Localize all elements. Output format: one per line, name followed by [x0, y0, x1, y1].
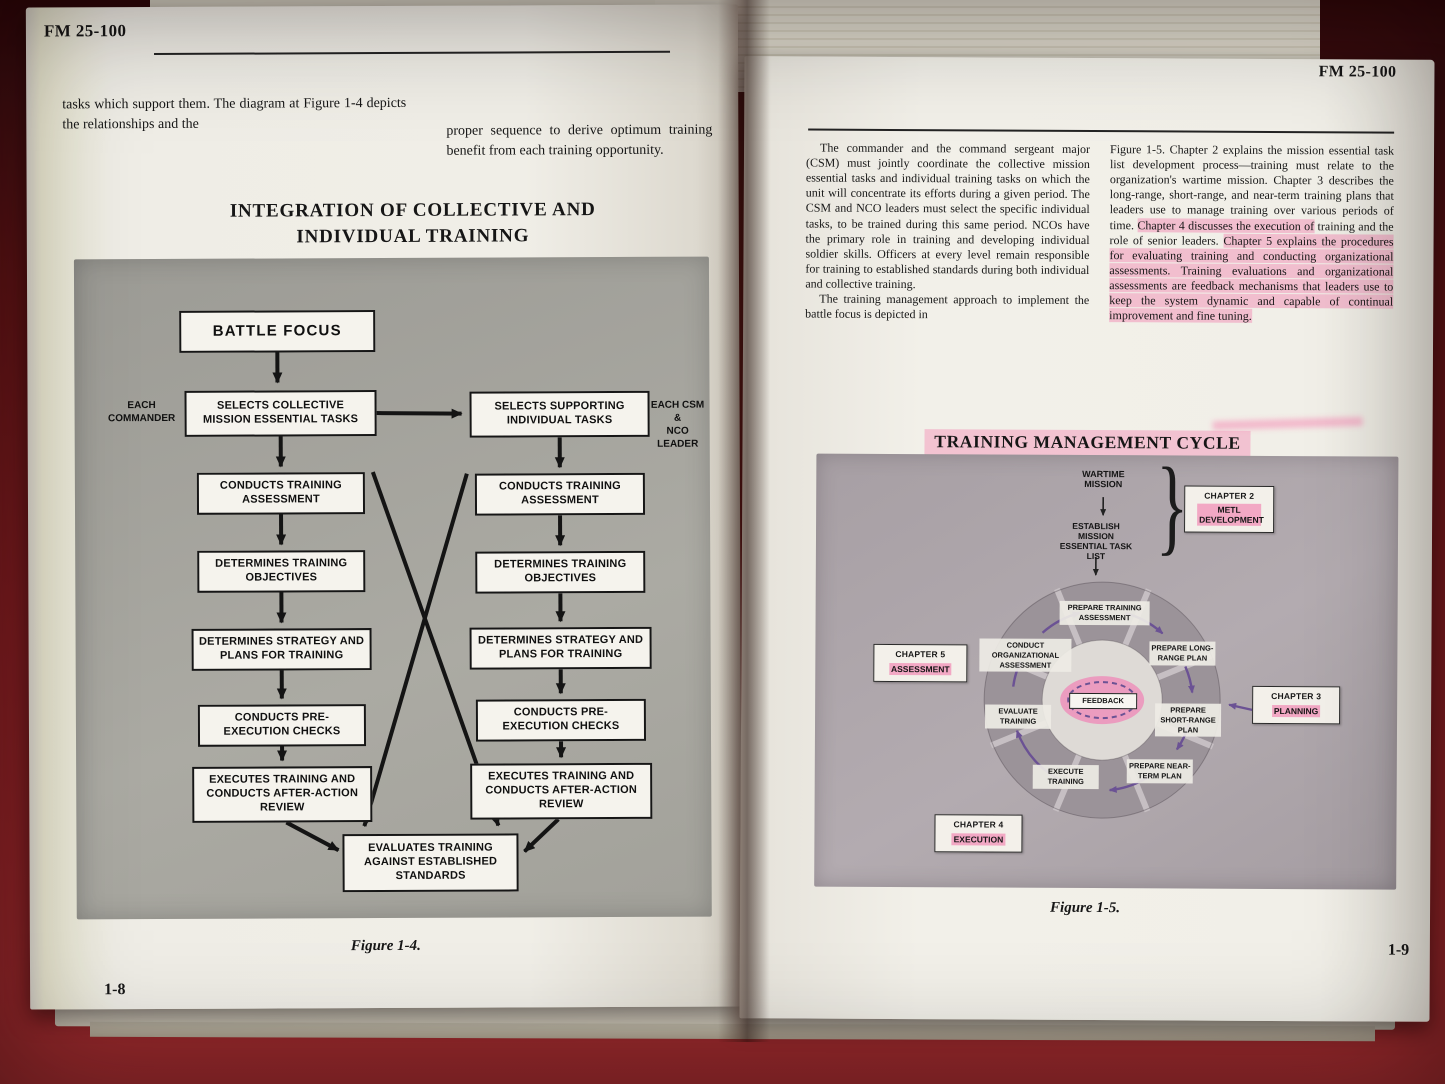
cycle-step-prepare-training-assessment: PREPARE TRAINING ASSESSMENT — [1059, 600, 1150, 625]
chapter-4-topic: EXECUTION — [951, 833, 1006, 846]
flow-box-right-executes: EXECUTES TRAINING AND CONDUCTS AFTER-ACT… — [470, 762, 653, 820]
cycle-wartime-mission: WARTIME MISSION — [1082, 468, 1125, 490]
flow-box-left-pre-execution: CONDUCTS PRE-EXECUTION CHECKS — [197, 704, 367, 747]
flow-box-selects-collective: SELECTS COLLECTIVE MISSION ESSENTIAL TAS… — [184, 390, 377, 437]
left-intro-text: tasks which support them. The diagram at… — [62, 93, 712, 168]
right-col2-para: Figure 1-5. Chapter 2 explains the missi… — [1109, 142, 1394, 325]
chapter-3-box: CHAPTER 3 PLANNING — [1252, 685, 1341, 725]
right-col-1: The commander and the command sergeant m… — [805, 141, 1090, 324]
cycle-step-prepare-near-term-plan: PREPARE NEAR-TERM PLAN — [1126, 759, 1193, 784]
right-page: FM 25-100 The commander and the command … — [739, 56, 1435, 1022]
flow-box-left-assessment: CONDUCTS TRAINING ASSESSMENT — [196, 472, 366, 515]
chapter-4-box: CHAPTER 4 EXECUTION — [934, 814, 1023, 853]
right-page-number: 1-9 — [1387, 941, 1410, 959]
flow-box-left-executes: EXECUTES TRAINING AND CONDUCTS AFTER-ACT… — [192, 766, 373, 823]
chapter-3-label: CHAPTER 3 — [1271, 690, 1322, 702]
page-stack-edge-bottom-2 — [89, 1021, 1376, 1042]
cycle-step-prepare-short-range-plan: PREPARE SHORT-RANGE PLAN — [1154, 703, 1222, 737]
flow-box-evaluates: EVALUATES TRAINING AGAINST ESTABLISHED S… — [342, 833, 519, 893]
left-intro-col2: proper sequence to derive optimum traini… — [446, 122, 713, 160]
right-col1-para2: The training management approach to impl… — [805, 291, 1090, 322]
flow-box-right-strategy: DETERMINES STRATEGY AND PLANS FOR TRAINI… — [469, 626, 652, 670]
flow-box-selects-individual: SELECTS SUPPORTING INDIVIDUAL TASKS — [469, 390, 650, 438]
flow-box-right-assessment: CONDUCTS TRAINING ASSESSMENT — [474, 472, 646, 516]
cycle-step-prepare-long-range-plan: PREPARE LONG-RANGE PLAN — [1149, 641, 1216, 666]
right-col-2: Figure 1-5. Chapter 2 explains the missi… — [1109, 142, 1394, 325]
training-management-cycle-panel: WARTIME MISSION ESTABLISH MISSION ESSENT… — [814, 446, 1399, 890]
flow-box-battle-focus: BATTLE FOCUS — [179, 310, 376, 353]
left-page: FM 25-100 tasks which support them. The … — [25, 4, 743, 1010]
cycle-step-evaluate-training: EVALUATE TRAINING — [985, 704, 1052, 729]
figure-1-4-title: INTEGRATION OF COLLECTIVE AND INDIVIDUAL… — [173, 197, 653, 250]
flow-label-each-commander: EACH COMMANDER — [107, 399, 176, 425]
chapter-5-topic: ASSESSMENT — [888, 662, 952, 676]
flow-box-right-objectives: DETERMINES TRAINING OBJECTIVES — [475, 550, 646, 594]
right-header-rule — [808, 128, 1395, 134]
right-page-header: FM 25-100 — [1318, 63, 1397, 81]
right-body-text: The commander and the command sergeant m… — [805, 141, 1394, 325]
figure-1-4-title-line2: INDIVIDUAL TRAINING — [296, 225, 530, 248]
left-page-number: 1-8 — [104, 981, 126, 999]
chapter-2-topic: METL DEVELOPMENT — [1197, 503, 1264, 526]
left-header-rule — [154, 50, 671, 55]
cycle-step-conduct-organizational-assessment: CONDUCT ORGANIZATIONAL ASSESSMENT — [979, 638, 1072, 673]
col2-seg-1-highlighted: Chapter 4 discusses the execution of — [1137, 217, 1315, 233]
chapter-5-label: CHAPTER 5 — [895, 648, 946, 660]
right-col1-para1: The commander and the command sergeant m… — [805, 140, 1091, 292]
chapter-2-box: CHAPTER 2 METL DEVELOPMENT — [1184, 485, 1275, 533]
chapter-4-label: CHAPTER 4 — [953, 819, 1004, 830]
chapter-2-label: CHAPTER 2 — [1204, 490, 1255, 501]
cycle-feedback: FEEDBACK — [1069, 692, 1138, 710]
flow-box-left-strategy: DETERMINES STRATEGY AND PLANS FOR TRAINI… — [191, 628, 372, 671]
flow-box-left-objectives: DETERMINES TRAINING OBJECTIVES — [197, 550, 366, 593]
pink-highlighter-smudge — [1212, 416, 1363, 431]
chapter-3-topic: PLANNING — [1271, 704, 1321, 718]
figure-1-4-caption: Figure 1-4. — [350, 937, 421, 955]
flow-box-right-pre-execution: CONDUCTS PRE-EXECUTION CHECKS — [475, 698, 647, 742]
left-intro-col1: tasks which support them. The diagram at… — [62, 95, 407, 133]
left-page-header: FM 25-100 — [43, 21, 127, 41]
figure-1-5-caption: Figure 1-5. — [1050, 899, 1121, 917]
flow-label-each-csm-nco: EACH CSM & NCO LEADER — [650, 399, 705, 450]
cycle-step-execute-training: EXECUTE TRAINING — [1032, 764, 1099, 789]
figure-1-4-title-line1: INTEGRATION OF COLLECTIVE AND — [229, 199, 596, 222]
chapter-5-box: CHAPTER 5 ASSESSMENT — [873, 643, 968, 683]
integration-flowchart-panel: BATTLE FOCUS EACH COMMANDER EACH CSM & N… — [73, 256, 712, 920]
cycle-establish-metl: ESTABLISH MISSION ESSENTIAL TASK LIST — [1059, 520, 1133, 562]
